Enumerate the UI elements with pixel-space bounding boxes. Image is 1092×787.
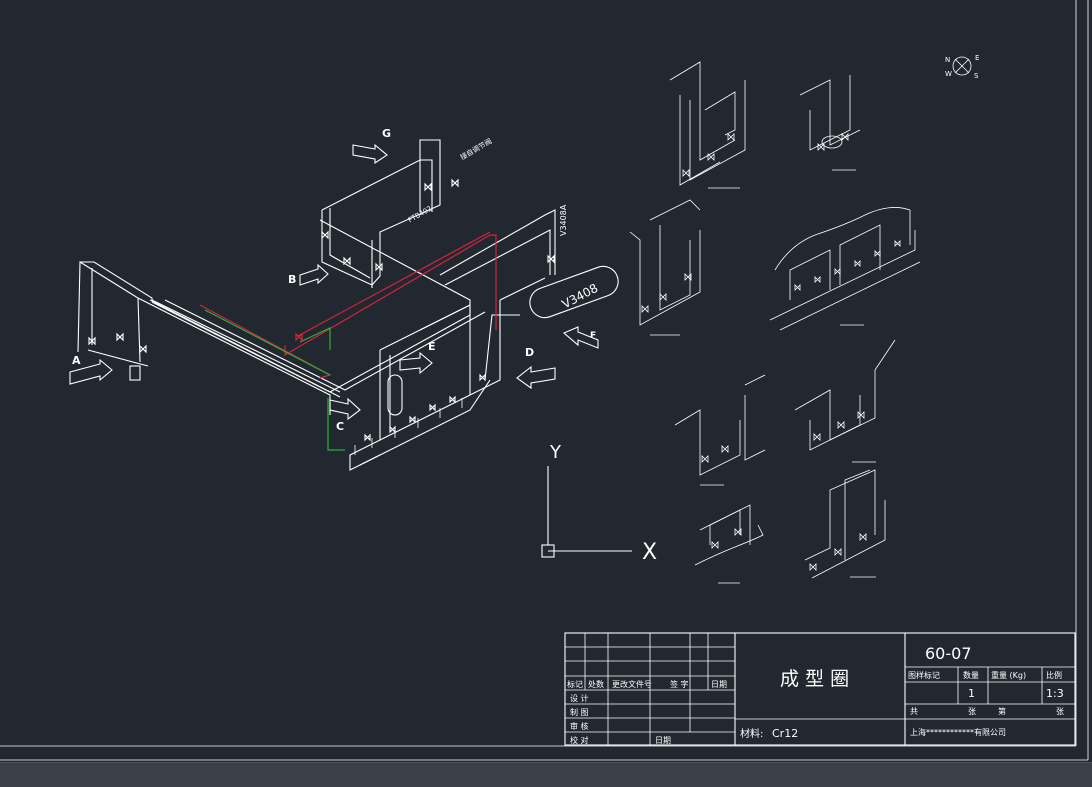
drawing-title: 成 型 圈 xyxy=(780,668,849,690)
compass-e: E xyxy=(975,54,979,62)
rev-header-1: 处数 xyxy=(588,679,604,689)
material-label: 材料: xyxy=(740,727,763,740)
material-value: Cr12 xyxy=(772,727,798,740)
vessel-label: V3408 xyxy=(560,281,601,312)
header-qty: 数量 xyxy=(963,670,979,680)
drawing-svg: A B C D E F G V3408 V3408A FT8402 接自调节阀 xyxy=(0,0,1089,761)
title-block: 标记 处数 更改文件号 签 字 日期 设 计 制 图 审 核 校 对 日期 成 … xyxy=(564,632,1076,746)
view-label-c: C xyxy=(336,420,344,433)
tag-upper-label: 接自调节阀 xyxy=(459,136,494,161)
qty-value: 1 xyxy=(968,687,975,700)
drawing-border xyxy=(0,0,1089,761)
sheet-total-label: 共 xyxy=(910,707,918,716)
detail-view-bottom-right xyxy=(804,469,886,579)
header-weight: 重量 (Kg) xyxy=(991,670,1026,680)
detail-view-top-left xyxy=(669,61,746,189)
detail-view-lower-left xyxy=(674,374,766,486)
compass-w: W xyxy=(945,70,952,78)
detail-view-lower-right xyxy=(794,339,896,463)
rev-header-0: 标记 xyxy=(567,679,583,689)
tag-v3408a: V3408A xyxy=(559,204,568,236)
sheet-no-label: 第 xyxy=(998,706,1006,716)
view-label-d: D xyxy=(525,346,534,359)
date-label: 日期 xyxy=(655,736,671,745)
view-label-a: A xyxy=(72,354,81,367)
detail-view-middle-left xyxy=(629,199,701,336)
row-label-draft: 制 图 xyxy=(570,707,589,717)
detail-view-middle-right xyxy=(769,207,921,331)
view-letters: A B C D E F G V3408 V3408A FT8402 接自调节阀 xyxy=(72,127,600,433)
view-label-f: F xyxy=(590,331,596,341)
main-isometric-piping xyxy=(77,139,619,471)
scale-value: 1:3 xyxy=(1046,687,1064,700)
status-bar xyxy=(0,762,1092,787)
compass-icon: N E W S xyxy=(945,54,979,80)
compass-n: N xyxy=(945,56,950,64)
sheet-label-2: 张 xyxy=(1056,707,1064,716)
detail-view-top-middle xyxy=(799,75,861,171)
view-label-e: E xyxy=(428,340,436,353)
axis-x-label: X xyxy=(642,540,657,565)
header-stage: 图样标记 xyxy=(908,670,940,680)
rev-header-4: 日期 xyxy=(711,680,727,689)
view-label-b: B xyxy=(288,273,296,286)
row-label-design: 设 计 xyxy=(570,693,589,703)
view-label-g: G xyxy=(382,127,391,140)
rev-header-3: 签 字 xyxy=(670,679,689,689)
ucs-axis-icon: Y X xyxy=(541,442,657,565)
detail-view-bottom-left xyxy=(694,504,764,584)
company-name: 上海************有限公司 xyxy=(910,727,1006,737)
rev-header-2: 更改文件号 xyxy=(612,679,652,689)
axis-y-label: Y xyxy=(549,442,562,463)
drawing-number: 60-07 xyxy=(925,644,972,663)
header-scale: 比例 xyxy=(1046,670,1062,680)
sheet-label: 张 xyxy=(968,707,976,716)
row-label-check: 校 对 xyxy=(570,735,589,745)
row-label-review: 审 核 xyxy=(570,721,589,731)
compass-s: S xyxy=(974,72,979,80)
cad-drawing-canvas[interactable]: A B C D E F G V3408 V3408A FT8402 接自调节阀 xyxy=(0,0,1092,762)
view-arrows xyxy=(69,143,599,421)
